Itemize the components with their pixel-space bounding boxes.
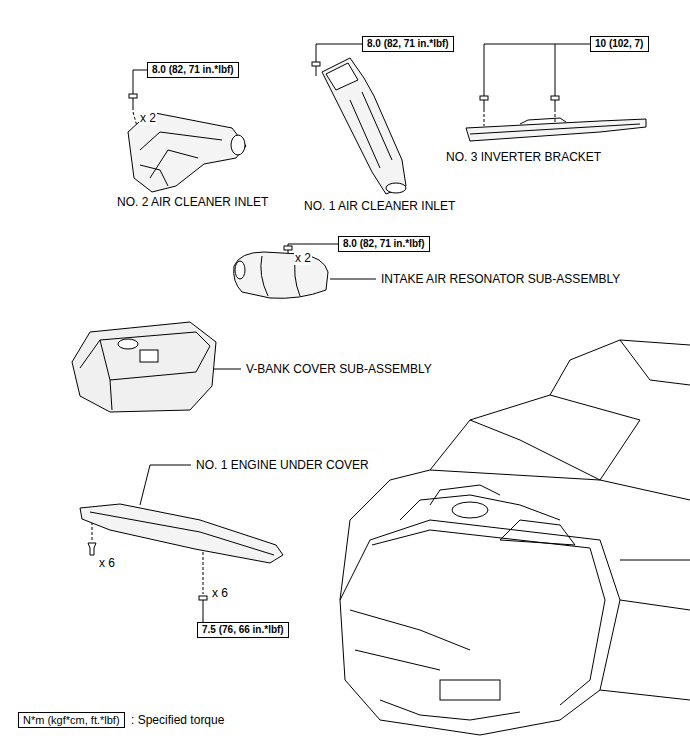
part-name: NO. 3 INVERTER BRACKET xyxy=(445,150,602,164)
part-name: NO. 1 AIR CLEANER INLET xyxy=(303,199,456,213)
leader-line xyxy=(555,44,556,96)
leader-line xyxy=(316,44,362,62)
legend-text: : Specified torque xyxy=(130,713,225,727)
torque-value: N*m (kgf*cm, ft.*lbf) xyxy=(19,713,124,727)
torque-value: 7.5 (76, 66 in.*lbf) xyxy=(198,623,288,637)
torque-box: 8.0 (82, 71 in.*lbf) xyxy=(362,36,454,52)
quantity-label: x 2 xyxy=(294,251,312,265)
leader-line xyxy=(330,279,376,280)
quantity-label: x 2 xyxy=(139,111,157,125)
torque-box: 7.5 (76, 66 in.*lbf) xyxy=(197,622,289,638)
leader-line xyxy=(203,612,204,622)
quantity-label: x 6 xyxy=(211,586,229,600)
part-name: INTAKE AIR RESONATOR SUB-ASSEMBLY xyxy=(380,272,621,286)
air-cleaner-inlet-1 xyxy=(322,58,406,194)
leader-line xyxy=(212,369,241,370)
torque-value: 8.0 (82, 71 in.*lbf) xyxy=(363,37,453,51)
torque-box: 8.0 (82, 71 in.*lbf) xyxy=(147,62,239,78)
part-name: V-BANK COVER SUB-ASSEMBLY xyxy=(245,362,433,376)
air-cleaner-inlet-2 xyxy=(128,112,246,192)
torque-value: 10 (102, 7) xyxy=(591,37,648,51)
leader-line xyxy=(140,465,191,505)
unit-legend-box: N*m (kgf*cm, ft.*lbf) xyxy=(18,712,125,728)
intake-air-resonator xyxy=(234,252,328,298)
torque-value: 8.0 (82, 71 in.*lbf) xyxy=(339,237,429,251)
part-name: NO. 2 AIR CLEANER INLET xyxy=(116,195,269,209)
v-bank-cover xyxy=(72,322,216,412)
leader-line xyxy=(484,44,590,96)
part-name: NO. 1 ENGINE UNDER COVER xyxy=(195,458,370,472)
torque-value: 8.0 (82, 71 in.*lbf) xyxy=(148,63,238,77)
torque-box: 8.0 (82, 71 in.*lbf) xyxy=(338,236,430,252)
torque-box: 10 (102, 7) xyxy=(590,36,649,52)
engine-under-cover xyxy=(80,504,283,563)
quantity-label: x 6 xyxy=(98,556,116,570)
vehicle-illustration xyxy=(340,340,690,735)
inverter-bracket xyxy=(466,118,646,141)
leader-line xyxy=(288,244,338,246)
leader-line xyxy=(133,70,147,94)
